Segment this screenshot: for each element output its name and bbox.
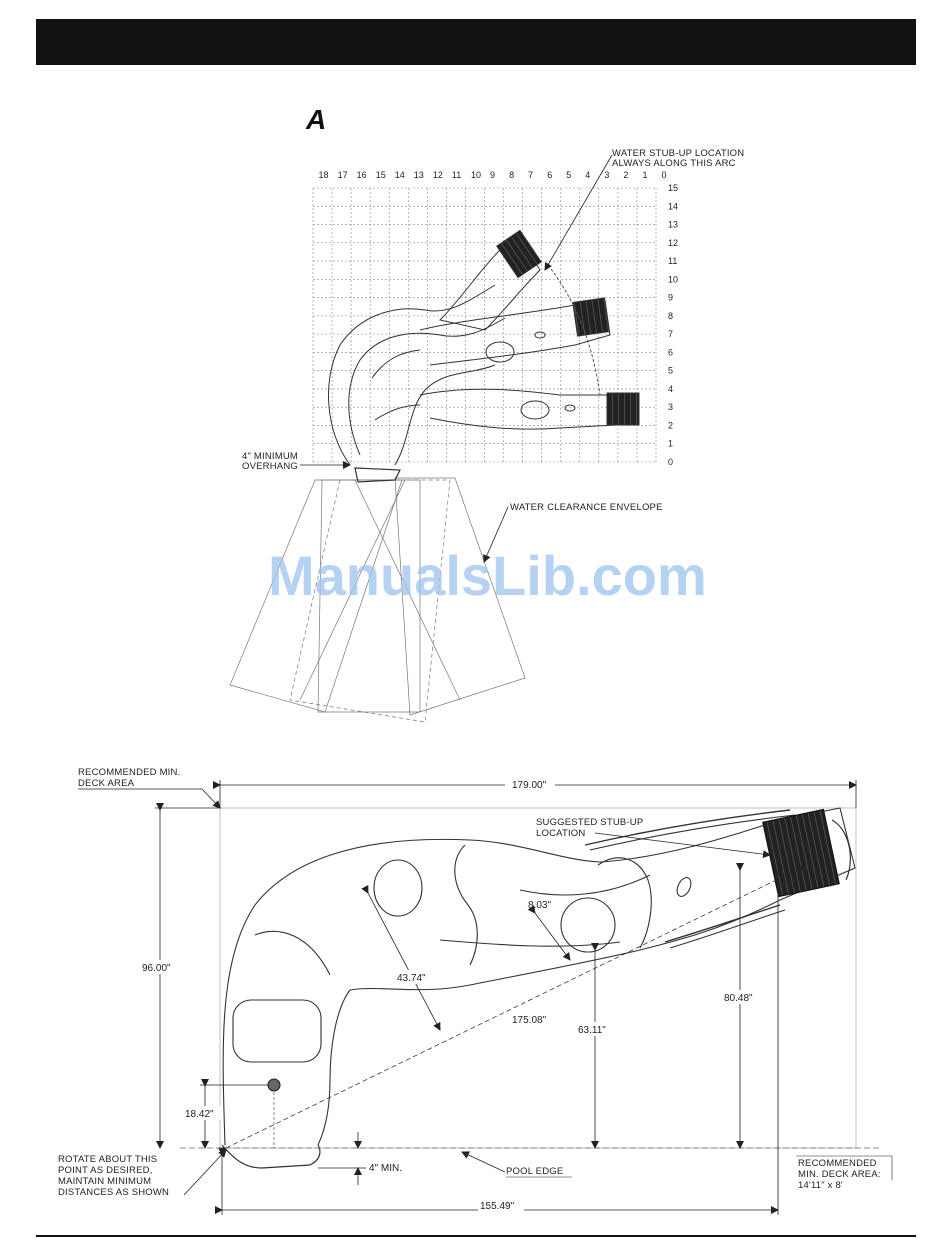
svg-text:96.00": 96.00" xyxy=(142,963,171,974)
svg-text:WATER CLEARANCE ENVELOPE: WATER CLEARANCE ENVELOPE xyxy=(510,502,663,513)
deck-area-rect xyxy=(219,807,857,1149)
svg-text:RECOMMENDED MIN.: RECOMMENDED MIN. xyxy=(78,767,180,778)
label-stub-up: WATER STUB-UP LOCATION ALWAYS ALONG THIS… xyxy=(544,148,744,271)
dim-175-08: 175.08" xyxy=(217,865,806,1155)
y-tick-label: 15 xyxy=(668,183,678,193)
dim-155-49: 155.49" xyxy=(215,870,779,1215)
svg-text:POINT AS DESIRED,: POINT AS DESIRED, xyxy=(58,1165,153,1176)
label-overhang: 4" MINIMUM OVERHANG xyxy=(242,451,351,472)
x-tick-label: 15 xyxy=(376,170,386,180)
svg-text:LOCATION: LOCATION xyxy=(536,828,585,839)
svg-text:DECK AREA: DECK AREA xyxy=(78,778,135,789)
svg-text:DISTANCES AS SHOWN: DISTANCES AS SHOWN xyxy=(58,1187,169,1198)
svg-text:179.00": 179.00" xyxy=(512,780,547,791)
x-tick-label: 14 xyxy=(395,170,405,180)
dim-18-42: 18.42" xyxy=(183,1079,268,1149)
x-tick-label: 7 xyxy=(528,170,533,180)
y-tick-label: 1 xyxy=(668,439,673,449)
label-deck-area: RECOMMENDED MIN. DECK AREA xyxy=(78,767,221,809)
y-tick-label: 2 xyxy=(668,420,673,430)
y-tick-label: 0 xyxy=(668,457,673,467)
svg-text:4" MINIMUM: 4" MINIMUM xyxy=(242,451,298,462)
svg-text:POOL EDGE: POOL EDGE xyxy=(506,1166,563,1177)
x-tick-label: 17 xyxy=(338,170,348,180)
x-tick-label: 18 xyxy=(319,170,329,180)
dim-4-min: 4" MIN. xyxy=(318,1132,402,1185)
x-tick-label: 11 xyxy=(452,170,461,180)
svg-text:OVERHANG: OVERHANG xyxy=(242,461,298,472)
y-tick-label: 12 xyxy=(668,238,678,248)
dim-43-74: 43.74" xyxy=(361,884,441,1031)
y-tick-label: 11 xyxy=(668,256,677,266)
dim-height-96: 96.00" xyxy=(140,803,220,1149)
section-letter: A xyxy=(306,104,327,135)
y-tick-label: 13 xyxy=(668,220,678,230)
x-tick-label: 13 xyxy=(414,170,424,180)
svg-text:ROTATE ABOUT THIS: ROTATE ABOUT THIS xyxy=(58,1154,157,1165)
x-tick-label: 3 xyxy=(604,170,609,180)
slide-plan-view xyxy=(221,807,856,1169)
x-tick-label: 10 xyxy=(471,170,481,180)
label-clearance: WATER CLEARANCE ENVELOPE xyxy=(483,502,663,563)
x-tick-label: 4 xyxy=(585,170,590,180)
header-bar xyxy=(36,19,916,65)
svg-text:63.11": 63.11" xyxy=(578,1025,606,1036)
water-clearance-envelope xyxy=(229,477,526,723)
svg-text:ALWAYS ALONG THIS ARC: ALWAYS ALONG THIS ARC xyxy=(612,158,736,169)
y-tick-label: 9 xyxy=(668,293,673,303)
x-tick-label: 8 xyxy=(509,170,514,180)
slide-outline-positions xyxy=(328,229,640,483)
y-tick-label: 6 xyxy=(668,347,673,357)
dim-80-48: 80.48" xyxy=(722,863,762,1149)
label-rec-area: RECOMMENDED MIN. DECK AREA: 14'11" x 8' xyxy=(796,1155,893,1191)
y-tick-label: 3 xyxy=(668,402,673,412)
svg-text:14'11" x 8': 14'11" x 8' xyxy=(798,1180,843,1191)
x-tick-label: 1 xyxy=(642,170,647,180)
svg-text:WATER STUB-UP LOCATION: WATER STUB-UP LOCATION xyxy=(612,148,744,159)
x-tick-label: 12 xyxy=(433,170,443,180)
y-tick-label: 4 xyxy=(668,384,673,394)
dim-8-03: 8.03" xyxy=(527,900,571,961)
svg-text:8.03": 8.03" xyxy=(528,900,551,911)
label-suggested-stub: SUGGESTED STUB-UP LOCATION xyxy=(536,817,771,859)
x-tick-label: 5 xyxy=(566,170,571,180)
footer-rule xyxy=(36,1235,916,1237)
y-tick-label: 7 xyxy=(668,329,673,339)
y-tick-label: 5 xyxy=(668,366,673,376)
label-pool-edge: POOL EDGE xyxy=(461,1151,572,1178)
svg-text:80.48": 80.48" xyxy=(724,993,753,1004)
x-tick-label: 2 xyxy=(623,170,628,180)
svg-text:43.74": 43.74" xyxy=(397,973,426,984)
label-rotate: ROTATE ABOUT THIS POINT AS DESIRED, MAIN… xyxy=(58,1149,227,1198)
x-tick-label: 16 xyxy=(357,170,367,180)
watermark: ManualsLib.com xyxy=(268,544,707,607)
svg-text:175.08": 175.08" xyxy=(512,1015,547,1026)
y-tick-label: 14 xyxy=(668,201,678,211)
y-tick-label: 8 xyxy=(668,311,673,321)
dim-width-179: 179.00" xyxy=(213,777,857,808)
x-tick-label: 6 xyxy=(547,170,552,180)
svg-text:18.42": 18.42" xyxy=(185,1109,214,1120)
svg-text:MAINTAIN MINIMUM: MAINTAIN MINIMUM xyxy=(58,1176,151,1187)
svg-text:MIN. DECK AREA:: MIN. DECK AREA: xyxy=(798,1169,881,1180)
y-tick-label: 10 xyxy=(668,274,678,284)
svg-text:RECOMMENDED: RECOMMENDED xyxy=(798,1158,877,1169)
dim-63-11: 63.11" xyxy=(576,943,616,1149)
x-tick-label: 0 xyxy=(662,170,667,180)
svg-text:155.49": 155.49" xyxy=(480,1201,515,1212)
svg-text:4" MIN.: 4" MIN. xyxy=(369,1163,402,1174)
x-tick-label: 9 xyxy=(490,170,495,180)
svg-text:SUGGESTED STUB-UP: SUGGESTED STUB-UP xyxy=(536,817,643,828)
